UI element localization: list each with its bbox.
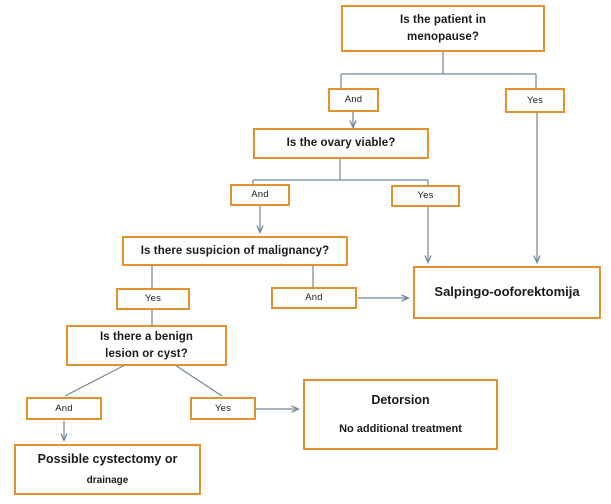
node-malignancy-yes[interactable]: Yes (116, 288, 190, 310)
node-text-line1: Is the ovary viable? (286, 137, 396, 150)
node-benign-and[interactable]: And (26, 397, 102, 420)
node-label: Yes (214, 402, 232, 414)
node-text-line2: menopause? (407, 30, 479, 43)
node-text-line1: Is the patient in (399, 13, 487, 26)
node-label: And (55, 402, 73, 414)
node-text-line1: Is there suspicion of malignancy? (140, 244, 330, 257)
link-benign-to-yes (174, 364, 223, 397)
node-text-line1: Is there a benign (99, 330, 194, 343)
node-cystectomy-outcome[interactable]: Possible cystectomy or drainage (14, 444, 201, 495)
node-malignancy-and[interactable]: And (271, 287, 357, 309)
node-label: And (305, 292, 323, 304)
node-text-line2: No additional treatment (339, 422, 462, 435)
node-ovary-and[interactable]: And (230, 184, 290, 206)
node-label: Yes (144, 293, 162, 305)
node-menopause-yes[interactable]: Yes (505, 88, 565, 113)
node-text-line2: lesion or cyst? (105, 347, 188, 360)
node-text-line1: Detorsion (371, 393, 430, 408)
node-detorsion-outcome[interactable]: Detorsion No additional treatment (303, 379, 498, 450)
node-label: Yes (526, 94, 544, 106)
node-label: And (251, 189, 269, 201)
node-ovary-yes[interactable]: Yes (391, 185, 460, 207)
node-menopause-question[interactable]: Is the patient in menopause? (341, 5, 545, 52)
node-benign-question[interactable]: Is there a benign lesion or cyst? (66, 325, 227, 366)
node-benign-yes[interactable]: Yes (190, 397, 256, 420)
node-salpingo-outcome[interactable]: Salpingo-ooforektomija (413, 266, 601, 319)
node-text-line1: Possible cystectomy or (37, 452, 178, 467)
node-menopause-and[interactable]: And (328, 88, 379, 112)
node-label: And (344, 94, 363, 106)
node-label: Yes (417, 190, 434, 202)
node-malignancy-question[interactable]: Is there suspicion of malignancy? (122, 236, 348, 266)
node-text-line2: drainage (86, 475, 129, 487)
link-benign-to-and (64, 364, 126, 397)
node-ovary-viable-question[interactable]: Is the ovary viable? (253, 128, 429, 159)
node-text-line1: Salpingo-ooforektomija (434, 284, 580, 300)
